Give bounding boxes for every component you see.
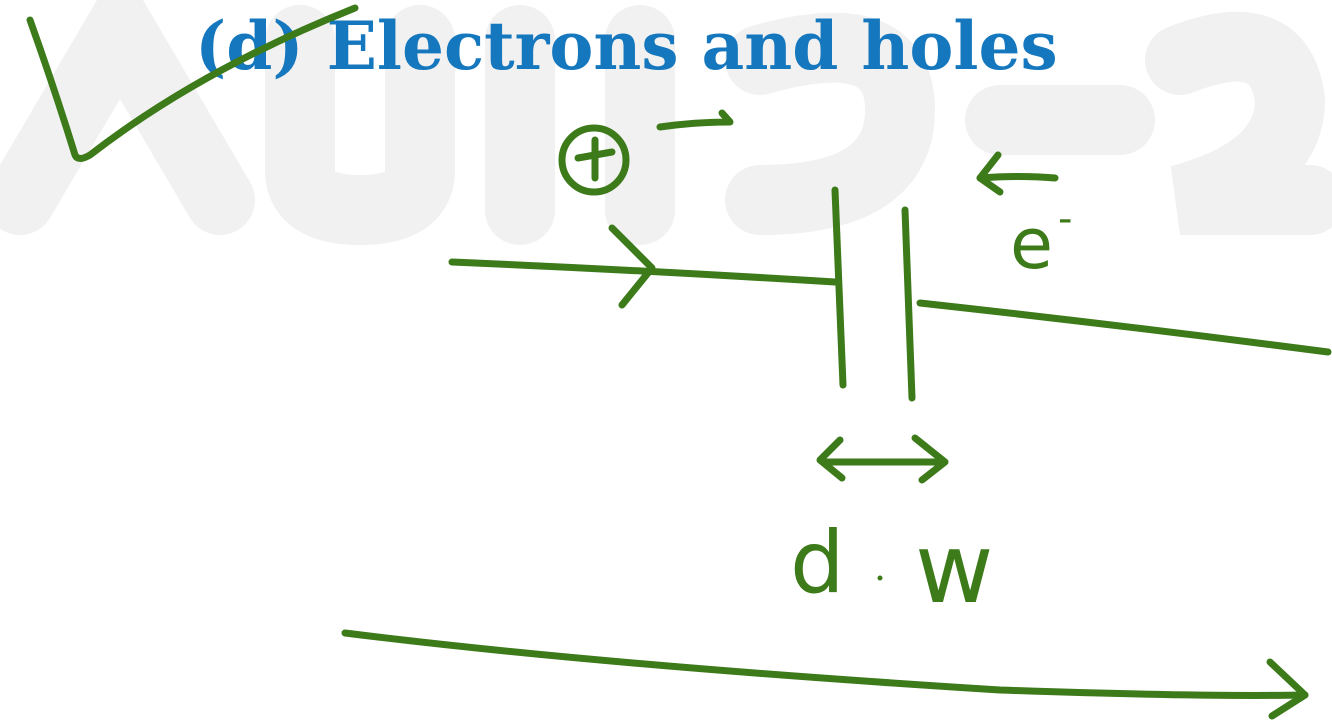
hole-direction-arrow bbox=[656, 109, 734, 131]
electron-direction-arrow-head bbox=[976, 174, 1004, 196]
watermark-shape bbox=[265, 5, 455, 246]
capacitor-plate-right bbox=[901, 206, 916, 402]
bottom-arrow-shaft bbox=[341, 629, 1309, 699]
width-label-d: d bbox=[790, 513, 845, 613]
watermark-shape bbox=[0, 0, 255, 235]
page-title: (d) Electrons and holes bbox=[195, 7, 1058, 85]
current-arrow-head bbox=[608, 224, 656, 309]
width-arrow-right-head bbox=[911, 434, 949, 484]
width-label-w: w bbox=[915, 513, 994, 625]
width-arrow-left-head bbox=[816, 436, 846, 482]
electron-direction-arrow bbox=[976, 151, 1059, 182]
right-wire bbox=[916, 299, 1332, 356]
left-wire bbox=[448, 258, 839, 286]
check-mark bbox=[26, 4, 359, 162]
bottom-arrow-head bbox=[1266, 658, 1309, 720]
hole-circle bbox=[558, 124, 630, 196]
dot-separator bbox=[877, 575, 883, 581]
watermark-shape bbox=[1145, 11, 1332, 235]
capacitor-plate-left bbox=[831, 186, 847, 389]
electron-label: e bbox=[1010, 203, 1053, 285]
electron-superscript: - bbox=[1058, 196, 1072, 242]
